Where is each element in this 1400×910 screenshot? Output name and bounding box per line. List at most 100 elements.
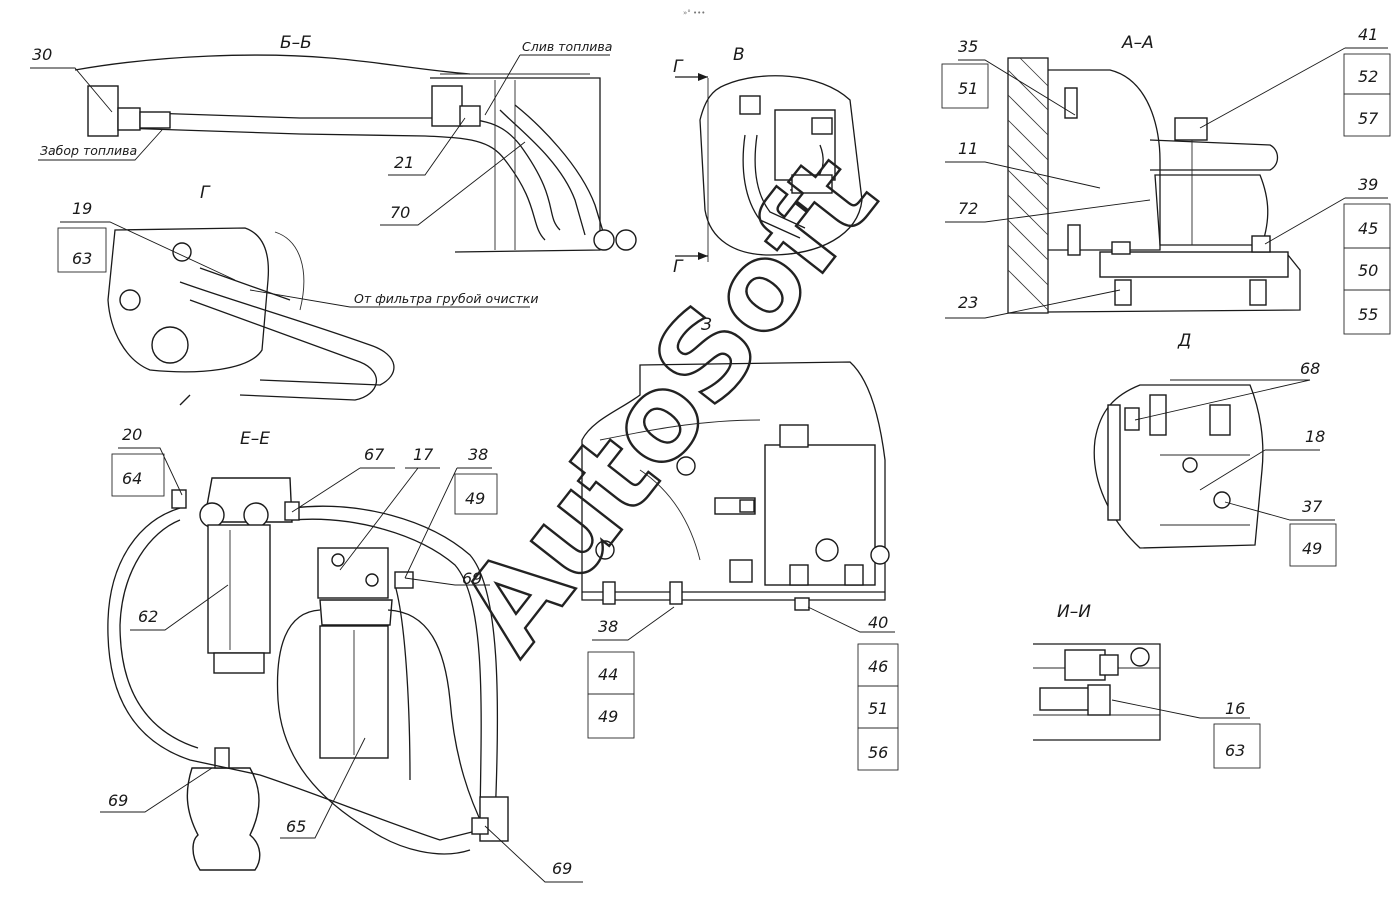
d-plug-37 (1213, 491, 1231, 509)
label-52: 52 (1358, 67, 1378, 86)
ee-filter-nut-right (243, 502, 269, 528)
label-62: 62 (138, 607, 158, 626)
leader-fuel-intake (38, 129, 163, 161)
label-45: 45 (1358, 219, 1378, 238)
section-mark-g-bottom: Г (673, 257, 684, 277)
g-hose-b (189, 299, 378, 401)
v-hose-b (754, 134, 806, 229)
leader-23 (945, 289, 1121, 319)
z-housing (581, 361, 886, 601)
z-detail-lines (599, 419, 761, 561)
aa-hatching (1007, 57, 1049, 311)
v-clamp (791, 174, 833, 194)
leader-38-44 (592, 606, 675, 641)
ee-filter-nut-left (199, 502, 225, 528)
d-flange (1107, 404, 1121, 521)
aa-box-51 (941, 63, 989, 109)
aa-nut-39 (1251, 235, 1271, 253)
v-port (739, 95, 761, 115)
z-bolt-38 (602, 581, 616, 605)
label-20: 20 (122, 425, 142, 444)
view-title-ii: И–И (1057, 602, 1091, 622)
view-title-v: В (733, 45, 745, 65)
ii-plug (1130, 647, 1150, 667)
ee-fitting-67 (284, 501, 300, 521)
label-37: 37 (1302, 497, 1323, 516)
label-23: 23 (958, 293, 978, 312)
z-block (764, 444, 876, 586)
view-aa: А–А 35 51 11 (941, 25, 1391, 335)
z-box-49 (587, 693, 635, 739)
label-35: 35 (958, 37, 978, 56)
leader-16 (1111, 699, 1250, 719)
aa-bolt-41 (1174, 117, 1208, 141)
label-55: 55 (1358, 305, 1378, 324)
g-nut-large (151, 326, 189, 364)
view-ii: И–И 16 63 (1033, 602, 1261, 769)
ee-hose-c (291, 505, 499, 821)
ee-filter-drain (213, 652, 265, 674)
ii-box-63 (1213, 723, 1261, 769)
label-16: 16 (1225, 699, 1245, 718)
z-box-56 (857, 727, 899, 771)
ee-box-64 (111, 453, 165, 497)
ee-bracket-bolt-a (331, 553, 345, 567)
label-17: 17 (413, 445, 434, 464)
leader-68 (1134, 379, 1311, 421)
v-block (774, 109, 836, 181)
leader-21 (388, 117, 466, 176)
leader-from-filter (249, 289, 530, 308)
z-plug-a (676, 456, 696, 476)
label-19: 19 (72, 199, 92, 218)
leader-17 (339, 467, 440, 571)
view-g: Г 19 63 От фильтра грубой очистки (57, 183, 538, 406)
g-nut-small (119, 289, 141, 311)
ii-fitting (1064, 649, 1106, 681)
label-40: 40 (868, 613, 888, 632)
label-56: 56 (868, 743, 888, 762)
ii-nut (1099, 654, 1119, 676)
v-hose-a (742, 134, 801, 239)
bb-drain-end-a (593, 229, 615, 251)
bb-outline-top (74, 54, 471, 75)
label-63-ii: 63 (1225, 741, 1245, 760)
aa-body (1048, 69, 1161, 251)
bb-drain-end-b (615, 229, 637, 251)
bb-intake-nut (117, 107, 141, 131)
label-68: 68 (1300, 359, 1320, 378)
d-bolt-68 (1124, 407, 1140, 431)
leader-fuel-drain (484, 54, 610, 116)
ee-separator-clamp (214, 747, 230, 769)
leader-37 (1224, 501, 1335, 521)
label-70: 70 (390, 203, 410, 222)
ee-separator (186, 767, 261, 871)
label-44: 44 (598, 665, 618, 684)
watermark-autosoft: AutoSoft (433, 130, 903, 677)
ee-bracket-bolt-b (365, 573, 379, 587)
bb-return-nut (459, 105, 481, 127)
leader-69-bottom (484, 825, 583, 883)
bb-intake-pipe (139, 111, 171, 129)
leader-35 (958, 59, 1076, 116)
leader-20 (118, 447, 183, 496)
aa-base-plate (1099, 251, 1289, 278)
view-v: В Г Г (673, 45, 863, 277)
label-51-aa: 51 (958, 79, 978, 98)
v-fitting (811, 117, 833, 135)
leader-40 (807, 606, 895, 633)
leader-69-left (100, 767, 213, 813)
ee-hose-b (119, 519, 199, 749)
aa-frame-section (1007, 57, 1049, 314)
leader-41 (1199, 47, 1388, 129)
ee-filter2-head (319, 599, 393, 626)
label-69-top: 69 (462, 569, 482, 588)
label-65: 65 (286, 817, 306, 836)
leader-69-top (404, 577, 490, 586)
ee-bracket-67 (317, 547, 389, 599)
aa-box-57 (1343, 93, 1391, 137)
header-mark: »° ••• (683, 9, 705, 17)
label-38-ee: 38 (468, 445, 488, 464)
view-title-z: З (701, 315, 712, 335)
note-fuel-drain: Слив топлива (522, 39, 612, 54)
